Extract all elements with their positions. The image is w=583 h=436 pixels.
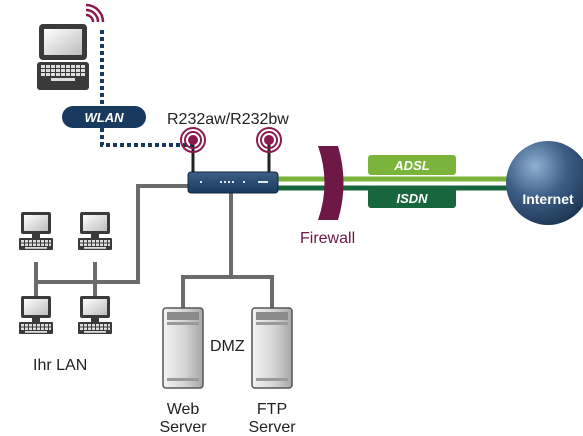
dmz-cable-ftp: [231, 275, 274, 308]
lan-cable: [34, 184, 198, 284]
wlan-label: WLAN: [85, 110, 125, 125]
internet-globe-icon: Internet: [506, 141, 583, 225]
desktop-pc-icon: [19, 212, 53, 250]
desktop-pc-icon: [19, 296, 53, 334]
dmz-label: DMZ: [210, 338, 245, 355]
adsl-badge: ADSL: [368, 155, 456, 175]
wlan-link: [100, 30, 193, 147]
laptop-wifi-icon: [85, 3, 105, 23]
firewall-label: Firewall: [300, 230, 355, 247]
lan-label: Ihr LAN: [33, 357, 87, 374]
device-label: R232aw/R232bw: [167, 111, 289, 128]
web-server-icon: [162, 307, 204, 389]
ftp-server-icon: [251, 307, 293, 389]
antennas: [180, 127, 282, 176]
antenna-right-signal-icon: [256, 127, 282, 153]
desktop-pc-icon: [78, 212, 112, 250]
firewall-icon: [318, 146, 344, 220]
router-icon: [187, 171, 279, 194]
ftp-server-label-line1: FTP: [257, 401, 287, 418]
isdn-label: ISDN: [396, 191, 428, 206]
desktop-pc-icon: [78, 296, 112, 334]
lan-pcs: [19, 212, 112, 334]
laptop-icon: [37, 24, 89, 90]
adsl-label: ADSL: [393, 158, 429, 173]
antenna-left-signal-icon: [180, 127, 206, 153]
dmz-cable: [181, 193, 233, 308]
isdn-badge: ISDN: [368, 188, 456, 208]
web-server-label-line2: Server: [159, 419, 207, 436]
ftp-server-label-line2: Server: [248, 419, 296, 436]
wlan-badge: WLAN: [62, 106, 146, 128]
web-server-label-line1: Web: [167, 401, 200, 418]
internet-label: Internet: [522, 191, 574, 207]
